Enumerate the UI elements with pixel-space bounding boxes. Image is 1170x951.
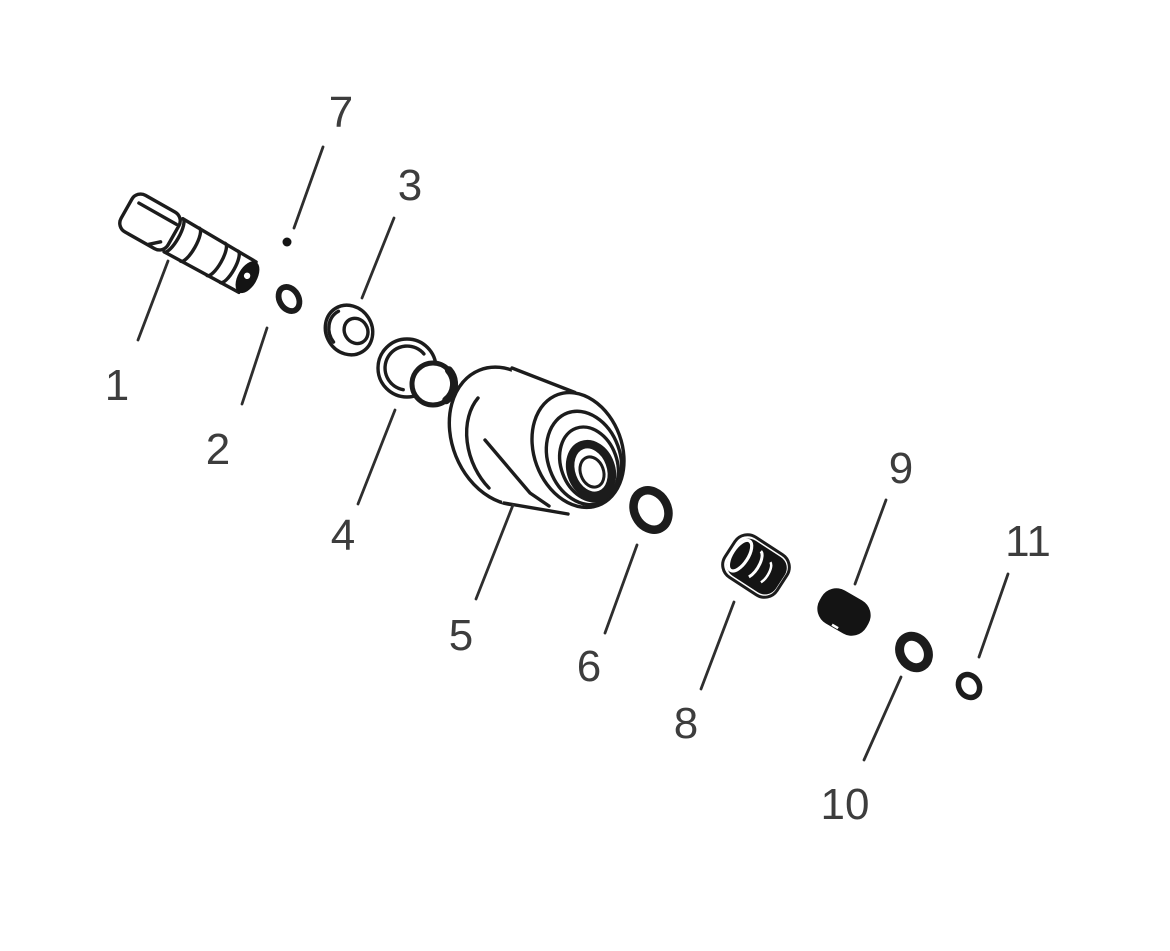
callout-label-7: 7 (329, 88, 353, 137)
plug-body (817, 588, 871, 636)
o-ring-2-ring (275, 284, 303, 314)
callout-label-3: 3 (398, 161, 422, 210)
callout-line-7 (292, 145, 325, 230)
shaft-head (118, 192, 182, 252)
callout-label-11: 11 (1005, 517, 1051, 566)
callout-line-11 (977, 572, 1010, 659)
part-1-shaft (118, 192, 260, 295)
callout-label-6: 6 (577, 642, 601, 691)
callout-line-9 (853, 498, 888, 586)
part-2-o-ring (275, 284, 303, 314)
o-ring-6-ring (629, 486, 673, 534)
callout-label-9: 9 (889, 444, 913, 493)
cartridge-opening-rim (726, 538, 754, 573)
callout-line-5 (474, 503, 515, 601)
shaft-rib-3 (218, 249, 241, 285)
callout-label-10: 10 (821, 780, 870, 829)
shaft-rib-1 (178, 226, 203, 264)
part-6-o-ring (629, 486, 673, 534)
callout-line-1 (136, 259, 170, 342)
o-ring-11-ring (955, 671, 983, 701)
part-5-valve-body (447, 365, 626, 516)
housing-top-edge (510, 366, 577, 395)
part-8-spring-cartridge (721, 533, 791, 599)
part-7-ball (282, 237, 292, 247)
callout-line-6 (603, 543, 639, 635)
part-11-o-ring (955, 671, 983, 701)
bushing-bore (342, 316, 370, 346)
shaft-end-hole (243, 272, 251, 279)
callout-line-3 (360, 216, 396, 300)
housing-bottom-edge (502, 501, 570, 516)
callout-label-4: 4 (331, 511, 355, 560)
bushing-rim-arc (327, 309, 341, 344)
callout-line-2 (240, 326, 269, 406)
shaft-head-notch (147, 240, 163, 247)
part-9-plug (817, 588, 871, 636)
shaft-rib-2 (205, 241, 229, 278)
callout-line-10 (862, 675, 903, 762)
cartridge-spring-coil-2 (760, 561, 773, 584)
callout-line-4 (356, 408, 397, 506)
cartridge-spring-coil-1 (748, 550, 764, 579)
shaft-head-face-line (137, 201, 179, 226)
o-ring-10-ring (895, 631, 933, 673)
part-10-o-ring (895, 631, 933, 673)
callout-label-5: 5 (449, 611, 473, 660)
callout-label-1: 1 (105, 361, 129, 410)
housing-bore-inner (578, 455, 606, 489)
seat-cup-thick-rim (442, 366, 459, 405)
plug-slot (831, 623, 839, 630)
part-3-bushing (323, 303, 375, 357)
callout-label-2: 2 (206, 425, 230, 474)
housing-left-inner-arc (464, 396, 491, 490)
callout-line-8 (699, 600, 736, 691)
callout-label-8: 8 (674, 699, 698, 748)
part-4-seat-cup (376, 337, 459, 408)
seat-cup-inner-arc (383, 344, 426, 392)
shaft-bottom-edge (162, 250, 241, 295)
shaft-top-edge (181, 217, 258, 264)
housing-chamfer-line (483, 438, 551, 508)
